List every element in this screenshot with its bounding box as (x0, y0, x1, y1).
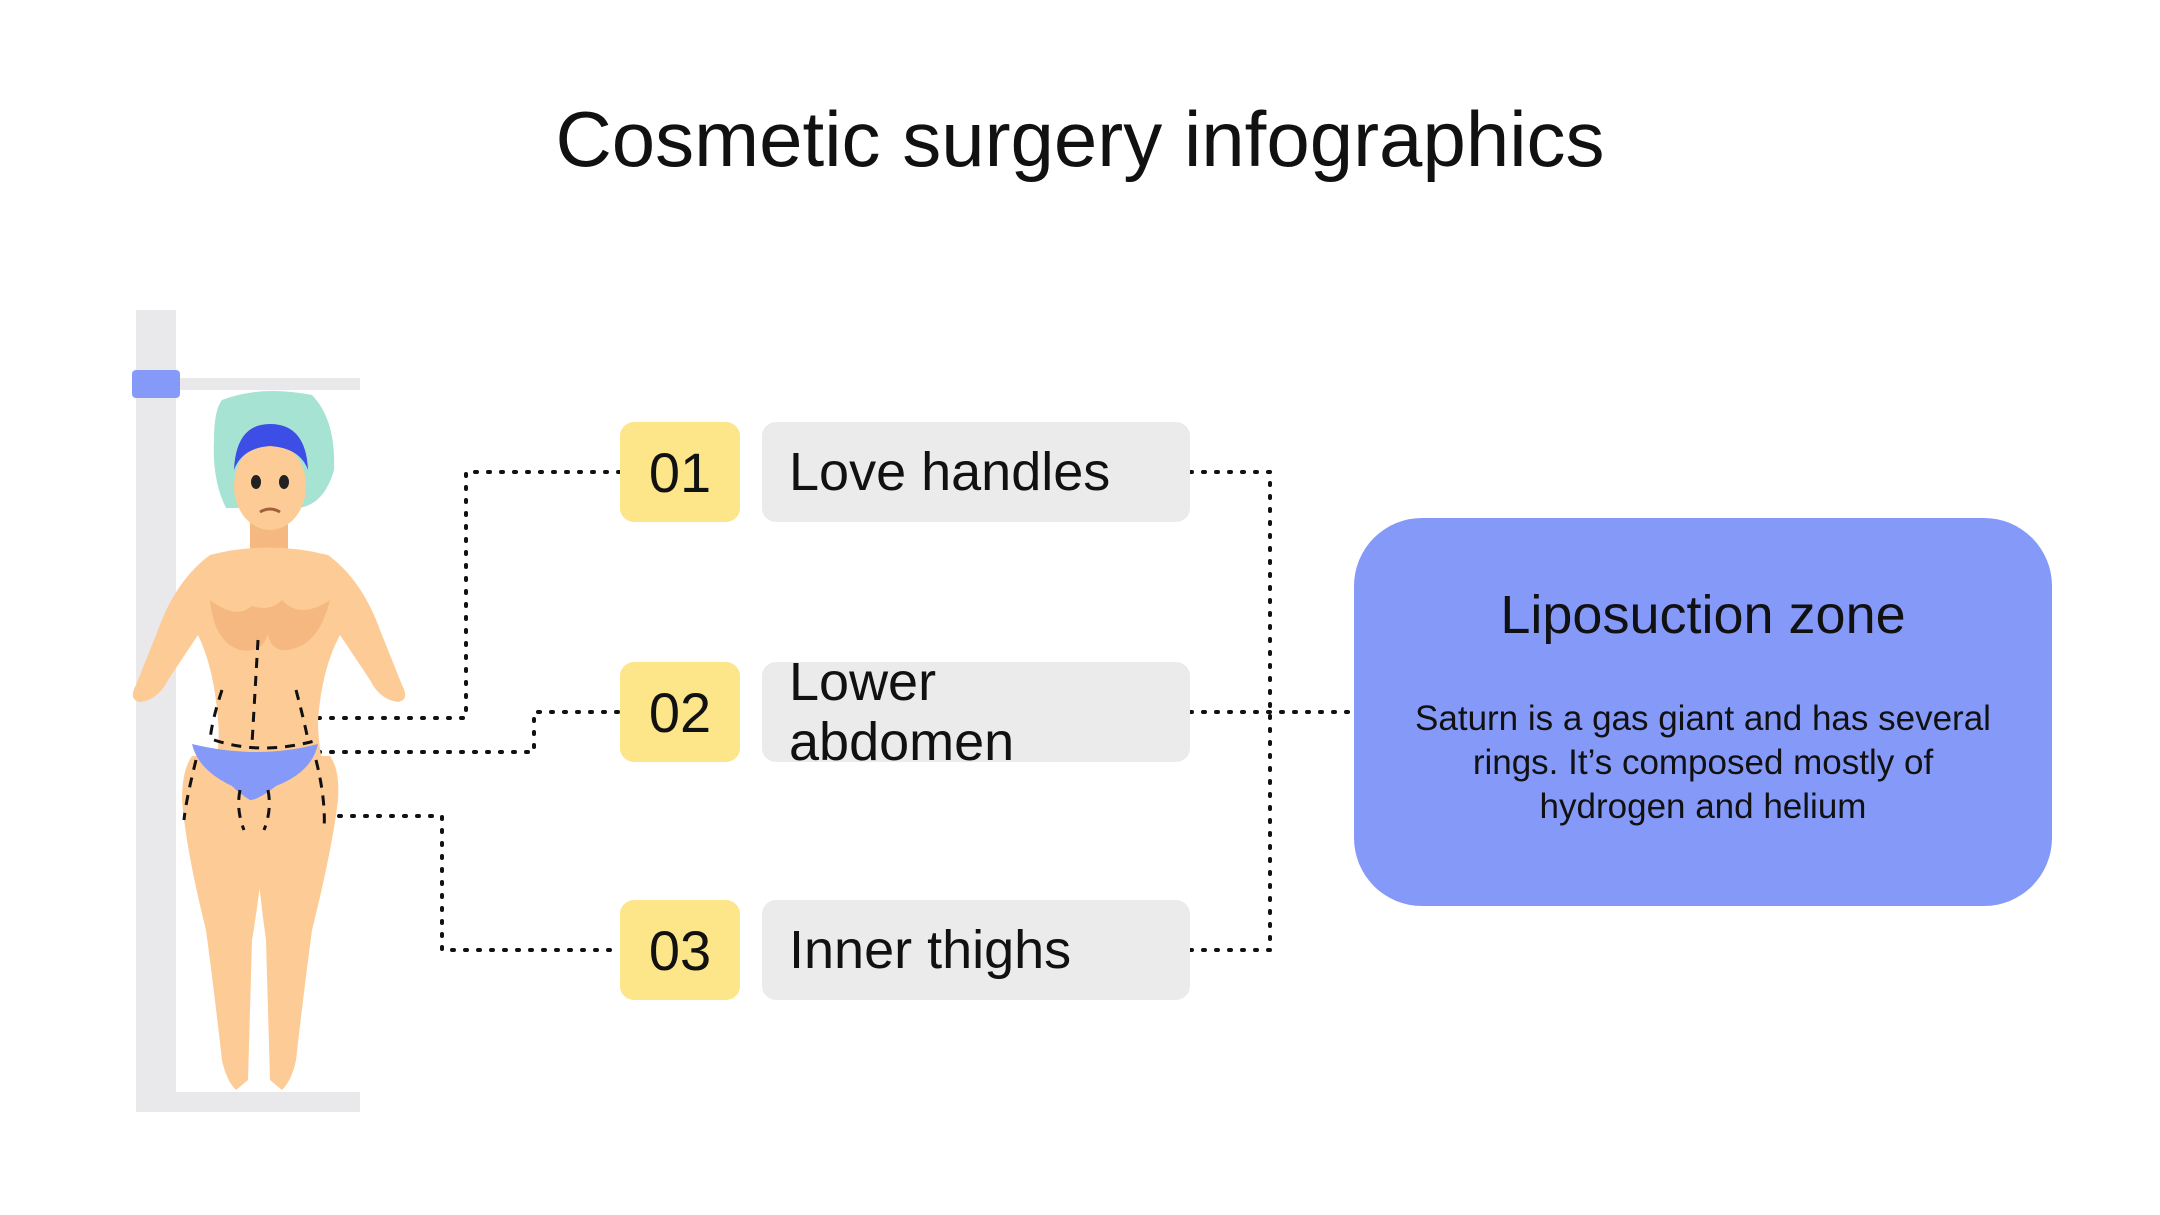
item-label-3: Inner thighs (762, 900, 1190, 1000)
item-label-1: Love handles (762, 422, 1190, 522)
item-number-2: 02 (620, 662, 740, 762)
connector-to-zone-top (1188, 470, 1272, 714)
liposuction-zone-card: Liposuction zone Saturn is a gas giant a… (1354, 518, 2052, 906)
connector-lower-abdomen (316, 710, 622, 754)
connector-inner-thighs (298, 814, 622, 952)
page-title: Cosmetic surgery infographics (555, 95, 1605, 183)
connector-love-handles (316, 470, 622, 720)
connector-to-zone-bottom (1188, 710, 1272, 952)
measuring-stand-illustration (132, 310, 360, 1112)
item-label-2: Lower abdomen (762, 652, 1190, 772)
item-number-3: 03 (620, 900, 740, 1000)
zone-description: Saturn is a gas giant and has several ri… (1415, 699, 1991, 826)
item-number-1: 01 (620, 422, 740, 522)
zone-title: Liposuction zone (1500, 585, 1906, 645)
